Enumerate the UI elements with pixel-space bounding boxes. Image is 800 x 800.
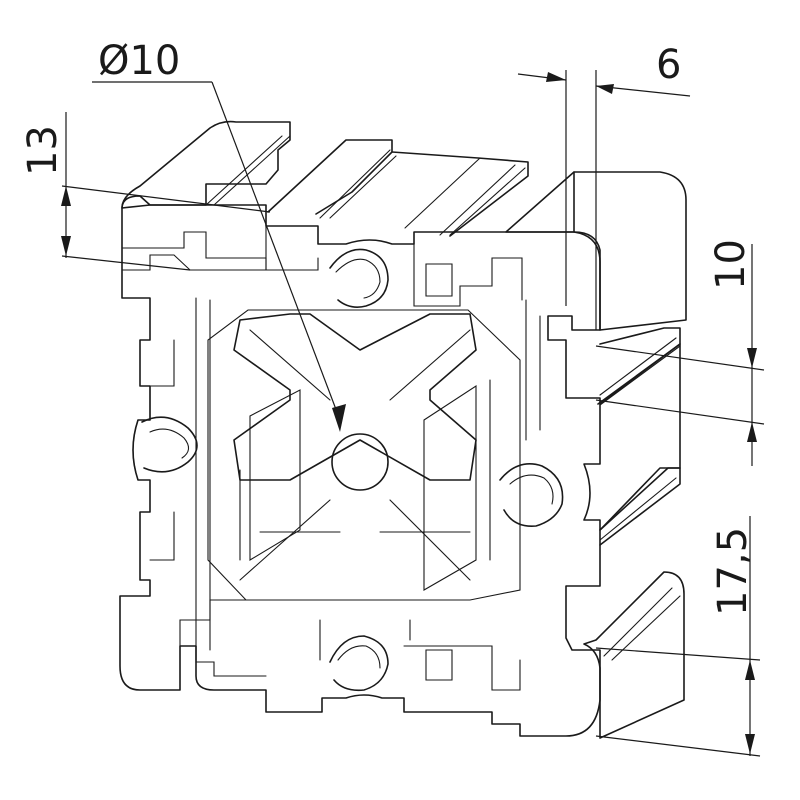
- dim-right-lower-label: 17,5: [710, 527, 756, 616]
- profile-front-face: [119, 195, 601, 737]
- dim-left-label: 13: [20, 125, 66, 176]
- profile-internal-lines: [121, 225, 564, 692]
- diameter-label: Ø10: [98, 38, 180, 84]
- center-hole: [331, 433, 389, 491]
- profile-depth-faces: [121, 120, 687, 739]
- profile-core: [207, 309, 521, 601]
- dim-right-upper-label: 10: [708, 239, 754, 290]
- dimension-right-10: 10: [595, 239, 765, 466]
- dimension-top-6: 6: [517, 42, 691, 330]
- dimension-right-17-5: 17,5: [595, 516, 761, 757]
- dimension-left-13: 13: [20, 112, 271, 271]
- dimension-diameter: Ø10: [92, 38, 346, 432]
- dim-top-label: 6: [656, 42, 681, 88]
